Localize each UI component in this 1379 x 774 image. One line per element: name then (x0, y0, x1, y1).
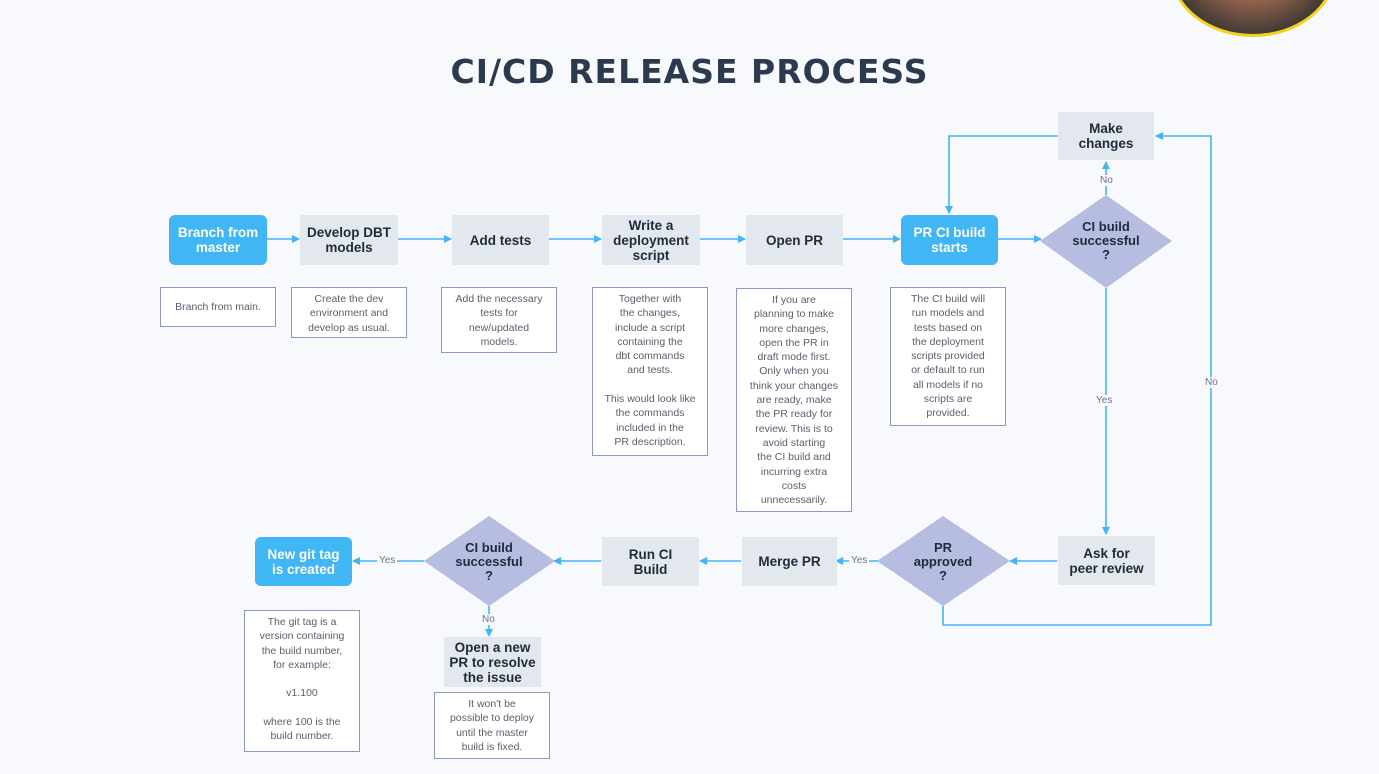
node-open-pr: Open PR (746, 215, 843, 265)
note-script: Together with the changes, include a scr… (592, 287, 708, 456)
node-merge-pr: Merge PR (742, 537, 837, 586)
decision-ci-build-1-label: CI build successful ? (1072, 219, 1140, 262)
edge-label-yes-merge: Yes (849, 555, 870, 566)
note-tests: Add the necessary tests for new/updated … (441, 287, 557, 353)
edge-label-no-right: No (1203, 377, 1220, 388)
arrow-make-changes-prci (945, 135, 1058, 214)
node-write-deployment-script: Write a deployment script (602, 215, 700, 265)
node-new-git-tag: New git tag is created (255, 537, 352, 586)
note-pr-ci: The CI build will run models and tests b… (890, 287, 1006, 426)
note-open-pr: If you are planning to make more changes… (736, 288, 852, 512)
edge-label-yes-down: Yes (1094, 395, 1115, 406)
edge-label-no-make-changes: No (1098, 175, 1115, 186)
note-git-tag: The git tag is a version containing the … (244, 610, 360, 752)
note-develop: Create the dev environment and develop a… (291, 287, 407, 338)
node-develop-dbt-models: Develop DBT models (300, 215, 398, 265)
decision-ci-build-1 (1040, 195, 1172, 288)
node-branch-from-master: Branch from master (169, 215, 267, 265)
decision-ci-build-2-label: CI build successful ? (455, 540, 523, 583)
decision-pr-approved (877, 516, 1010, 606)
edge-label-no-new-pr: No (480, 614, 497, 625)
node-run-ci-build: Run CI Build (602, 537, 699, 586)
node-pr-ci-build-starts: PR CI build starts (901, 215, 998, 265)
note-branch: Branch from main. (160, 287, 276, 327)
decision-ci-build-2 (424, 516, 555, 606)
node-add-tests: Add tests (452, 215, 549, 265)
decision-pr-approved-label: PR approved ? (913, 540, 973, 583)
node-open-new-pr: Open a new PR to resolve the issue (444, 637, 541, 687)
page-title: CI/CD RELEASE PROCESS (450, 52, 929, 91)
arrow-approved-no-loop (942, 132, 1212, 626)
note-new-pr: It won't be possible to deploy until the… (434, 692, 550, 759)
edge-label-yes-tag: Yes (377, 555, 398, 566)
node-ask-peer-review: Ask for peer review (1058, 536, 1155, 585)
node-make-changes: Make changes (1058, 112, 1154, 160)
